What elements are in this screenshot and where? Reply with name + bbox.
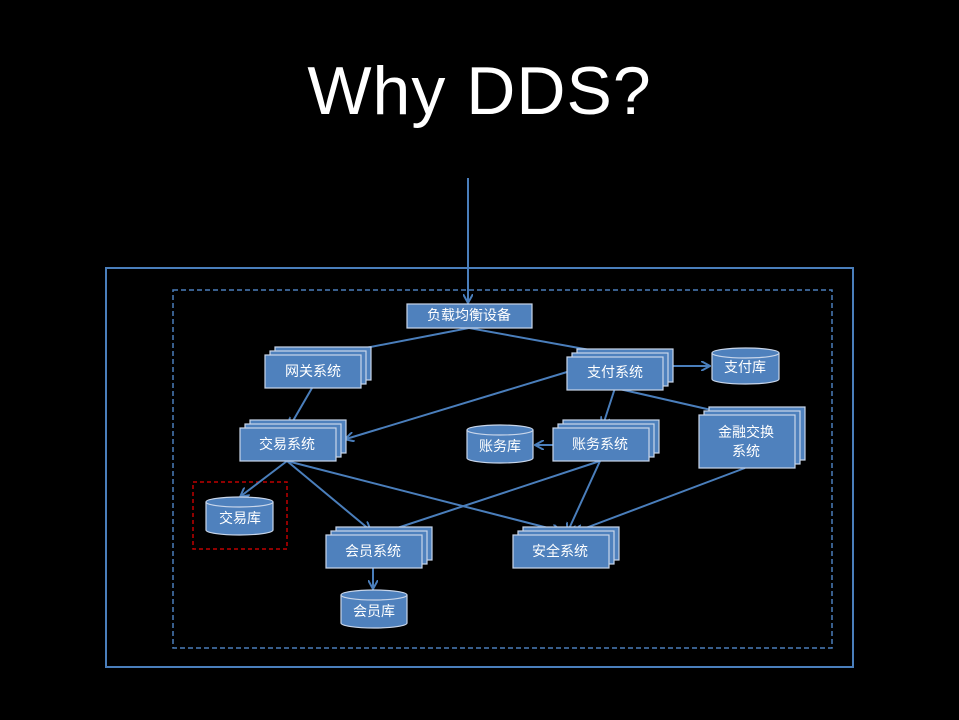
slide-title: Why DDS? — [307, 53, 652, 129]
node-account: 账务系统 — [552, 419, 660, 462]
node-label: 网关系统 — [285, 364, 341, 380]
highlight-box — [192, 481, 288, 550]
connections — [241, 178, 746, 588]
node-label: 系统 — [732, 444, 760, 460]
node-trade: 交易系统 — [239, 419, 347, 462]
node-label: 支付系统 — [587, 365, 643, 381]
node-security: 安全系统 — [512, 526, 620, 569]
db-member: 会员库 — [340, 589, 408, 629]
node-label: 安全系统 — [532, 543, 588, 560]
node-label: 账务系统 — [572, 437, 628, 453]
node-label: 会员库 — [353, 604, 395, 620]
node-payment: 支付系统 — [566, 348, 674, 391]
dashed-boundary — [172, 289, 833, 649]
node-label: 负载均衡设备 — [427, 307, 511, 324]
node-label: 交易库 — [219, 510, 261, 527]
db-account: 账务库 — [466, 424, 534, 464]
node-finance-exchange: 金融交换 系统 — [698, 406, 806, 469]
node-gateway: 网关系统 — [264, 346, 372, 389]
node-label: 会员系统 — [345, 544, 401, 560]
node-member: 会员系统 — [325, 526, 433, 569]
node-label: 支付库 — [724, 360, 766, 376]
node-label: 交易系统 — [259, 436, 315, 453]
node-load-balancer: 负载均衡设备 — [406, 303, 533, 329]
node-label: 账务库 — [479, 439, 521, 455]
outer-frame — [105, 267, 854, 668]
node-label: 金融交换 — [718, 424, 774, 441]
db-trade: 交易库 — [205, 496, 274, 536]
db-payment: 支付库 — [711, 347, 780, 385]
